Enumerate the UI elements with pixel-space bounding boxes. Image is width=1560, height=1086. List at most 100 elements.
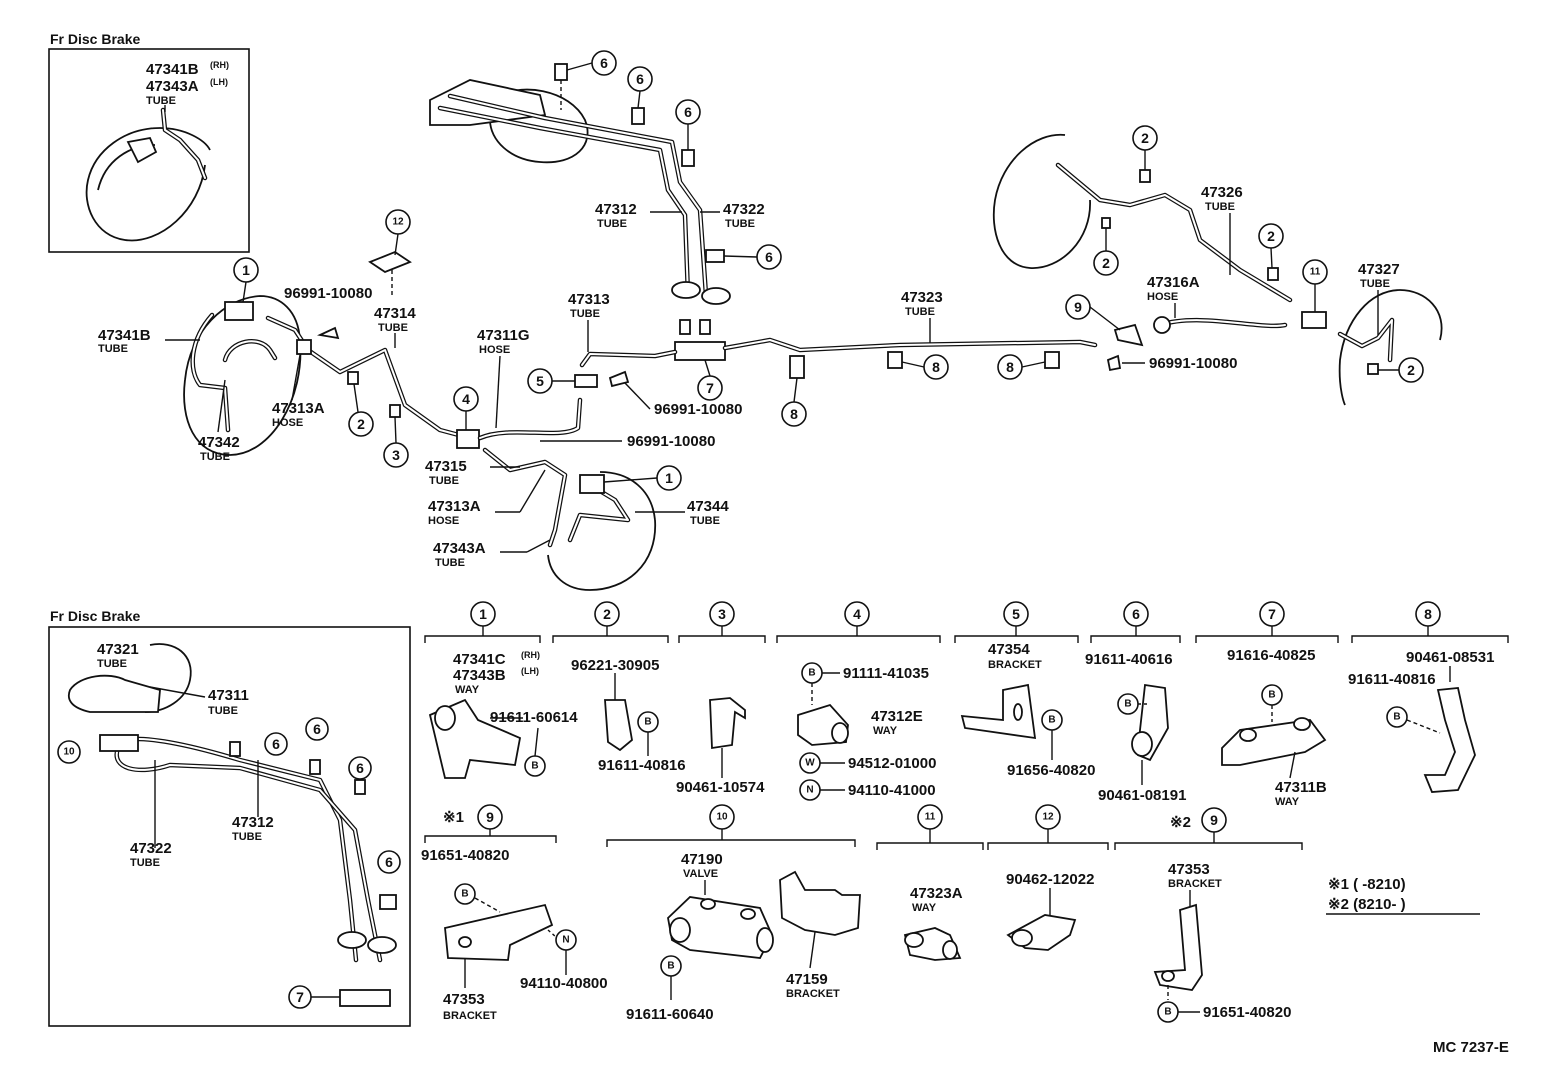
detail-section-7: 7 91616-40825 B 47311B WAY — [1195, 601, 1339, 808]
svg-text:B: B — [644, 717, 651, 728]
svg-text:BRACKET: BRACKET — [786, 988, 840, 1000]
inset-top-part-47341b: 47341B — [146, 61, 199, 78]
svg-text:94110-41000: 94110-41000 — [848, 782, 936, 799]
svg-text:TUBE: TUBE — [435, 557, 465, 569]
callout-8-main-c: 8 — [997, 354, 1046, 380]
svg-text:W: W — [805, 758, 815, 769]
callout-6-inset-b: 6 — [305, 717, 329, 741]
svg-text:96221-30905: 96221-30905 — [571, 657, 659, 674]
svg-text:47327: 47327 — [1358, 261, 1400, 278]
callout-8-main-a: 8 — [781, 377, 807, 427]
callout-6-main-a: 6 — [566, 50, 617, 76]
svg-text:47342: 47342 — [198, 434, 240, 451]
svg-text:96991-10080: 96991-10080 — [627, 433, 715, 450]
svg-text:91651-40820: 91651-40820 — [1203, 1004, 1291, 1021]
svg-text:91611-60640: 91611-60640 — [626, 1006, 714, 1023]
main-callouts: 1 1 2 2 2 2 2 3 4 5 6 6 6 6 7 8 8 8 9 11… — [233, 50, 1424, 491]
svg-text:6: 6 — [356, 760, 364, 776]
svg-text:※2: ※2 — [1170, 814, 1191, 831]
svg-text:VALVE: VALVE — [683, 868, 718, 880]
svg-text:HOSE: HOSE — [272, 417, 303, 429]
detail-section-3: 3 90461-10574 — [676, 601, 766, 796]
svg-text:(LH): (LH) — [210, 77, 228, 87]
svg-text:HOSE: HOSE — [479, 344, 510, 356]
svg-text:91611-40816: 91611-40816 — [598, 757, 686, 774]
svg-text:47311: 47311 — [208, 687, 249, 704]
svg-text:4: 4 — [853, 606, 861, 622]
svg-text:1: 1 — [665, 470, 673, 486]
svg-text:9: 9 — [1074, 299, 1082, 315]
svg-text:TUBE: TUBE — [97, 658, 127, 670]
svg-text:12: 12 — [392, 217, 404, 228]
callout-6-main-c: 6 — [675, 99, 701, 150]
svg-text:6: 6 — [684, 104, 692, 120]
note-line-2: ※2 (8210- ) — [1328, 896, 1406, 913]
svg-text:TUBE: TUBE — [905, 306, 935, 318]
svg-text:TUBE: TUBE — [570, 308, 600, 320]
callout-9-main: 9 — [1065, 294, 1121, 331]
svg-text:96991-10080: 96991-10080 — [1149, 355, 1237, 372]
callout-1-main-a: 1 — [233, 257, 259, 303]
main-rear-line-assembly — [722, 134, 1443, 406]
callout-5-main: 5 — [527, 368, 575, 394]
svg-text:BRACKET: BRACKET — [443, 1010, 497, 1022]
svg-text:91616-40825: 91616-40825 — [1227, 647, 1315, 664]
svg-text:1: 1 — [479, 606, 487, 622]
svg-text:9: 9 — [486, 809, 494, 825]
main-master-cylinder-area — [429, 63, 731, 388]
detail-section-9-prefix1: ※1 9 91651-40820 B N 94110-40800 47353 B… — [421, 804, 608, 1022]
svg-text:91111-41035: 91111-41035 — [843, 665, 929, 682]
svg-text:47341B: 47341B — [98, 327, 151, 344]
svg-text:6: 6 — [636, 71, 644, 87]
svg-text:7: 7 — [1268, 606, 1276, 622]
callout-6-inset-c: 6 — [348, 756, 372, 780]
svg-text:6: 6 — [272, 736, 280, 752]
footer-code: MC 7237-E — [1433, 1039, 1509, 1056]
svg-text:47323A: 47323A — [910, 885, 963, 902]
svg-text:TUBE: TUBE — [208, 705, 238, 717]
svg-text:WAY: WAY — [912, 902, 937, 914]
callout-2-main-e: 2 — [1378, 357, 1424, 383]
detail-section-9-prefix2: ※2 9 47353 BRACKET B 91651-40820 — [1114, 807, 1303, 1023]
inset-top-title: Fr Disc Brake — [50, 31, 140, 47]
main-front-left-assembly — [183, 250, 583, 456]
svg-text:47311G: 47311G — [477, 327, 530, 344]
svg-text:91611-40616: 91611-40616 — [1085, 651, 1173, 668]
inset-top-part-47343a: 47343A — [146, 78, 199, 95]
svg-text:47312: 47312 — [595, 201, 637, 218]
svg-text:47159: 47159 — [786, 971, 828, 988]
svg-text:※1: ※1 — [443, 809, 464, 826]
svg-text:8: 8 — [790, 406, 798, 422]
svg-text:47353: 47353 — [443, 991, 485, 1008]
svg-text:9: 9 — [1210, 812, 1218, 828]
svg-text:TUBE: TUBE — [725, 218, 755, 230]
detail-section-6: 6 91611-40616 B 90461-08191 — [1085, 601, 1186, 804]
callout-12-main: 12 — [385, 209, 411, 256]
inset-top-brake-disc — [85, 127, 211, 242]
callout-2-main-d: 2 — [1258, 223, 1284, 269]
svg-text:47312: 47312 — [232, 814, 274, 831]
detail-section-2: 2 96221-30905 B 91611-40816 — [552, 601, 686, 774]
callout-6-inset-a: 6 — [264, 732, 288, 756]
svg-text:(RH): (RH) — [210, 60, 229, 70]
svg-text:47311B: 47311B — [1275, 779, 1327, 796]
svg-text:90461-08531: 90461-08531 — [1406, 649, 1494, 666]
svg-text:HOSE: HOSE — [428, 515, 459, 527]
callout-11-main: 11 — [1302, 259, 1328, 312]
svg-text:HOSE: HOSE — [1147, 291, 1178, 303]
svg-text:B: B — [1164, 1007, 1171, 1018]
svg-text:10: 10 — [716, 812, 728, 823]
callout-7-main: 7 — [697, 359, 723, 401]
svg-text:47343A: 47343A — [433, 540, 486, 557]
detail-section-12: 12 90462-12022 — [987, 804, 1109, 951]
svg-text:12: 12 — [1042, 812, 1054, 823]
detail-section-1: 1 47341C (RH) 47343B (LH) WAY 91611-6061… — [424, 601, 578, 779]
svg-text:TUBE: TUBE — [1205, 201, 1235, 213]
svg-text:6: 6 — [385, 854, 393, 870]
svg-text:WAY: WAY — [455, 684, 480, 696]
svg-text:TUBE: TUBE — [200, 451, 230, 463]
inset-bottom-title: Fr Disc Brake — [50, 608, 140, 624]
svg-text:TUBE: TUBE — [429, 475, 459, 487]
svg-text:BRACKET: BRACKET — [988, 659, 1042, 671]
inset-fr-disc-brake-top: Fr Disc Brake 47341B (RH) 47343A (LH) TU… — [48, 31, 250, 253]
